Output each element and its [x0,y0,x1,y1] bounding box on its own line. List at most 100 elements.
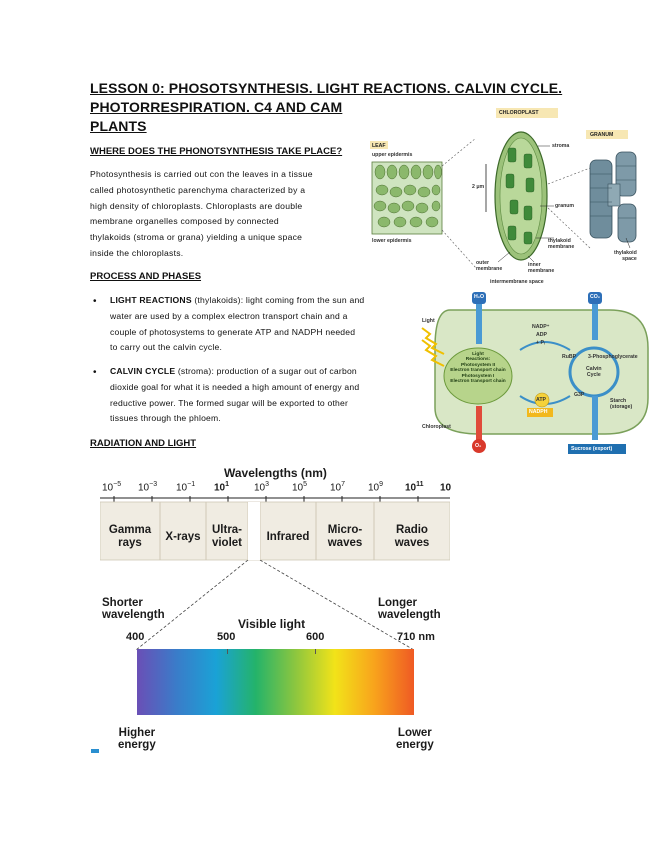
leaf-cells [373,164,442,228]
text-line: thylakoids (stroma or grana) yielding a … [90,232,303,243]
nadp-arrow [519,341,571,351]
label-light-reactions: Light Reactions: Photosystem II Electron… [450,352,506,385]
tick-label: 103 [254,481,270,494]
wavelength-ticks: 10−5 10−3 10−1 101 103 105 107 109 1011 … [100,481,452,501]
label-atp: ATP [536,397,546,403]
nm-710: 710 nm [397,631,435,643]
label-lower-epidermis: lower epidermis [372,238,412,244]
zoom-line-left [135,560,249,651]
o2-arrow [476,406,482,440]
tick-label: 10−3 [138,481,158,494]
label-leaf: LEAF [372,143,386,149]
tick-label: 10 [440,482,452,494]
label-co2: CO₂ [590,294,601,300]
label-g3p: G3P [574,392,585,398]
grana-stacks [505,147,535,245]
label-o2: O₂ [475,443,482,449]
heading-process: PROCESS AND PHASES [90,271,202,282]
visible-gap [248,502,260,560]
label-stroma: stroma [552,143,570,149]
pointer-lines [497,145,631,263]
zoom-line [547,167,591,185]
zoom-line [441,229,477,269]
tick-label: 1011 [405,481,424,494]
heading-where: WHERE DOES THE PHONOTSYNTHESIS TAKE PLAC… [90,146,343,157]
label-chloroplast: CHLOROPLAST [499,110,539,116]
label-upper-epidermis: upper epidermis [372,152,413,158]
label-granum-title: GRANUM [590,132,614,138]
tick-label: 107 [330,481,346,494]
spectrum-gradient [137,649,414,715]
text-line: tissues through the phloem. [110,413,221,424]
label-3-phosphoglycerate: 3-Phosphoglycerate [588,354,638,360]
h2o-arrow [476,304,482,344]
text-line: to carry out the calvin cycle. [110,342,223,353]
sucrose-badge [568,444,626,454]
granum-3d [589,151,637,243]
o2-badge [472,439,486,453]
spectrum-title: Wavelengths (nm) [224,466,327,480]
nm-400: 400 [126,631,145,643]
tick-500 [227,649,228,654]
bullet-calvin-cycle: CALVIN CYCLE (stroma): production of a s… [110,364,408,427]
nm-500: 500 [217,631,236,643]
page-title-line-3: PLANTS [90,118,147,134]
heading-radiation: RADIATION AND LIGHT [90,438,197,449]
label-adp: ADP [536,332,547,338]
zoom-line [441,137,477,167]
nadph-badge [527,408,553,417]
light-reactions-ellipse [443,347,513,405]
atp-badge [534,392,550,408]
band-x-rays: X-rays [165,531,201,543]
label-starch: Starch(storage) [610,398,633,410]
page-title-line-1: LESSON 0: PHOSOTSYNTHESIS. LIGHT REACTIO… [90,80,563,96]
co2-badge [588,292,602,304]
sucrose-arrow [592,396,598,440]
paragraph-where: Photosynthesis is carried out con the le… [90,167,358,262]
term-light-reactions: LIGHT REACTIONS [110,295,192,305]
watermark-mark [91,749,99,753]
tick-marks [113,496,419,502]
text-line: Photosynthesis is carried out con the le… [90,169,313,179]
spectrum-band-bar [100,501,450,561]
label-intermembrane-space: intermembrane space [490,279,544,285]
chloroplast-inner [499,137,543,255]
nm-600: 600 [306,631,325,643]
co2-arrow [592,304,598,340]
label-granum: granum [555,203,575,209]
page-title-line-2: PHOTORRESPIRATION. C4 AND CAM [90,99,343,115]
text-line: water are used by a complex electron tra… [110,310,348,321]
text-line: (thylakoids): light coming from the sun … [191,295,365,305]
photosynthesis-diagram: H₂O CO₂ O₂ Light Chloroplast NADP⁺ ADP +… [420,288,653,456]
label-light: Light [422,318,435,324]
text-line: membrane organelles composed by connecte… [90,216,279,227]
photosynthesis-illustration [421,292,649,454]
text-line: (stroma): production of a sugar out of c… [175,366,357,376]
text-line: high density of chloroplasts. Chloroplas… [90,200,303,211]
label-nadph: NADPH [529,409,548,415]
chloroplast-label-bg [496,108,558,118]
text-line: couple of photosystems to generate ATP a… [110,326,356,337]
label-chloroplast-diagram: Chloroplast [422,424,451,430]
leaf-label-bg [370,141,388,149]
band-infrared: Infrared [266,531,310,543]
visible-spectrum-bar [137,649,414,715]
chloroplast-illustration [370,108,637,269]
bullet-icon: • [93,367,97,378]
label-h2o: H₂O [474,294,485,300]
text-line: called photosynthetic parenchyma charact… [90,184,306,195]
tick-label: 10−1 [176,481,196,494]
zoom-line [547,207,591,249]
label-nadp: NADP⁺ [532,324,550,330]
label-scale: 2 μm [472,184,485,190]
bullet-icon: • [93,296,97,307]
label-sucrose: Sucrose (export) [571,446,613,452]
light-zigzag [421,327,445,355]
